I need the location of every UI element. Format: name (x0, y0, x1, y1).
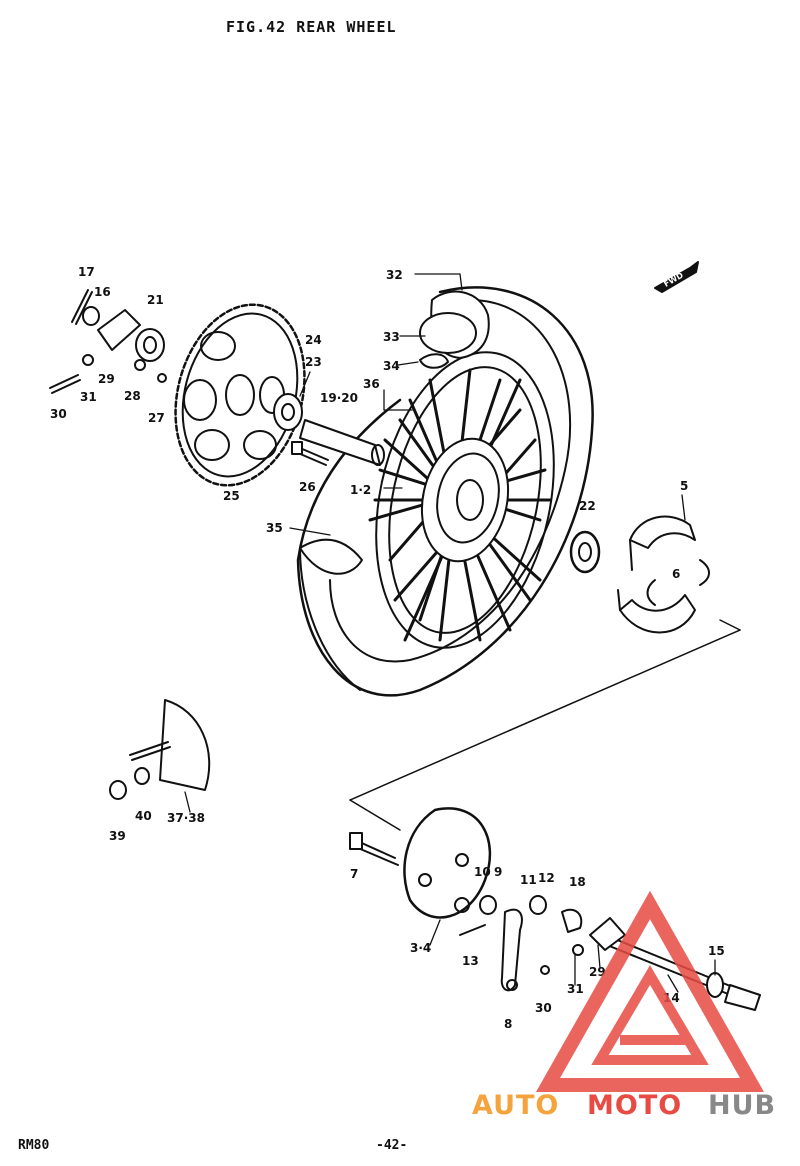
callout-labels: 17 16 21 29 28 27 30 31 24 23 25 26 19·2… (50, 265, 725, 1031)
callout-29b: 29 (589, 965, 606, 979)
callout-30b: 30 (535, 1001, 552, 1015)
watermark-moto: MOTO (587, 1090, 682, 1121)
rim-band (299, 538, 363, 691)
brake-panel (403, 807, 492, 919)
brake-cam (349, 832, 399, 866)
callout-7: 7 (350, 867, 358, 881)
callout-37-38: 37·38 (167, 811, 205, 825)
rear-sprocket (174, 303, 306, 487)
watermark-hub: HUB (708, 1090, 776, 1121)
callout-28: 28 (124, 389, 141, 403)
callout-17: 17 (78, 265, 95, 279)
page-number: -42- (376, 1138, 408, 1153)
callout-23: 23 (305, 355, 322, 369)
forward-direction-arrow (654, 261, 699, 293)
callout-10: 10 (474, 865, 491, 879)
brake-springs (646, 559, 710, 606)
callout-5: 5 (680, 479, 688, 493)
wheel-hub (420, 437, 510, 563)
callout-9: 9 (494, 865, 502, 879)
callout-3-4: 3·4 (410, 941, 431, 955)
callout-30: 30 (50, 407, 67, 421)
callout-21: 21 (147, 293, 164, 307)
callout-27: 27 (148, 411, 165, 425)
callout-12: 12 (538, 871, 555, 885)
callout-8: 8 (504, 1017, 512, 1031)
callout-6: 6 (672, 567, 680, 581)
callout-39: 39 (109, 829, 126, 843)
callout-18: 18 (569, 875, 586, 889)
callout-22: 22 (579, 499, 596, 513)
callout-31b: 31 (567, 982, 584, 996)
sprocket-bolt (291, 441, 329, 466)
callout-35: 35 (266, 521, 283, 535)
callout-24: 24 (305, 333, 322, 347)
callout-29: 29 (98, 372, 115, 386)
assembly-lines (349, 619, 741, 831)
callout-34: 34 (383, 359, 400, 373)
callout-19-20: 19·20 (320, 391, 358, 405)
figure-title: FIG.42 REAR WHEEL (226, 18, 397, 36)
callout-40: 40 (135, 809, 152, 823)
callout-32: 32 (386, 268, 403, 282)
watermark-text: AUTO MOTO HUB (472, 1090, 776, 1121)
model-label: RM80 (18, 1138, 50, 1153)
callout-31: 31 (80, 390, 97, 404)
callout-25: 25 (223, 489, 240, 503)
callout-16: 16 (94, 285, 111, 299)
callout-1-2: 1·2 (350, 483, 371, 497)
disc-guard (109, 699, 211, 800)
callout-26: 26 (299, 480, 316, 494)
callout-15: 15 (708, 944, 725, 958)
tube-and-valve (419, 290, 490, 369)
tire (296, 286, 594, 697)
torque-link (459, 895, 547, 992)
wheel-bearing (569, 530, 601, 574)
leader-lines (184, 273, 716, 993)
callout-13: 13 (462, 954, 479, 968)
watermark-auto: AUTO (472, 1090, 559, 1121)
chain-adjuster-left (49, 289, 167, 394)
brake-shoes (617, 515, 696, 634)
watermark-logo (535, 890, 765, 1092)
callout-11: 11 (520, 873, 537, 887)
axle-spacer (299, 419, 385, 466)
callout-33: 33 (383, 330, 400, 344)
callout-36: 36 (363, 377, 380, 391)
sprocket-bearing (273, 393, 303, 431)
